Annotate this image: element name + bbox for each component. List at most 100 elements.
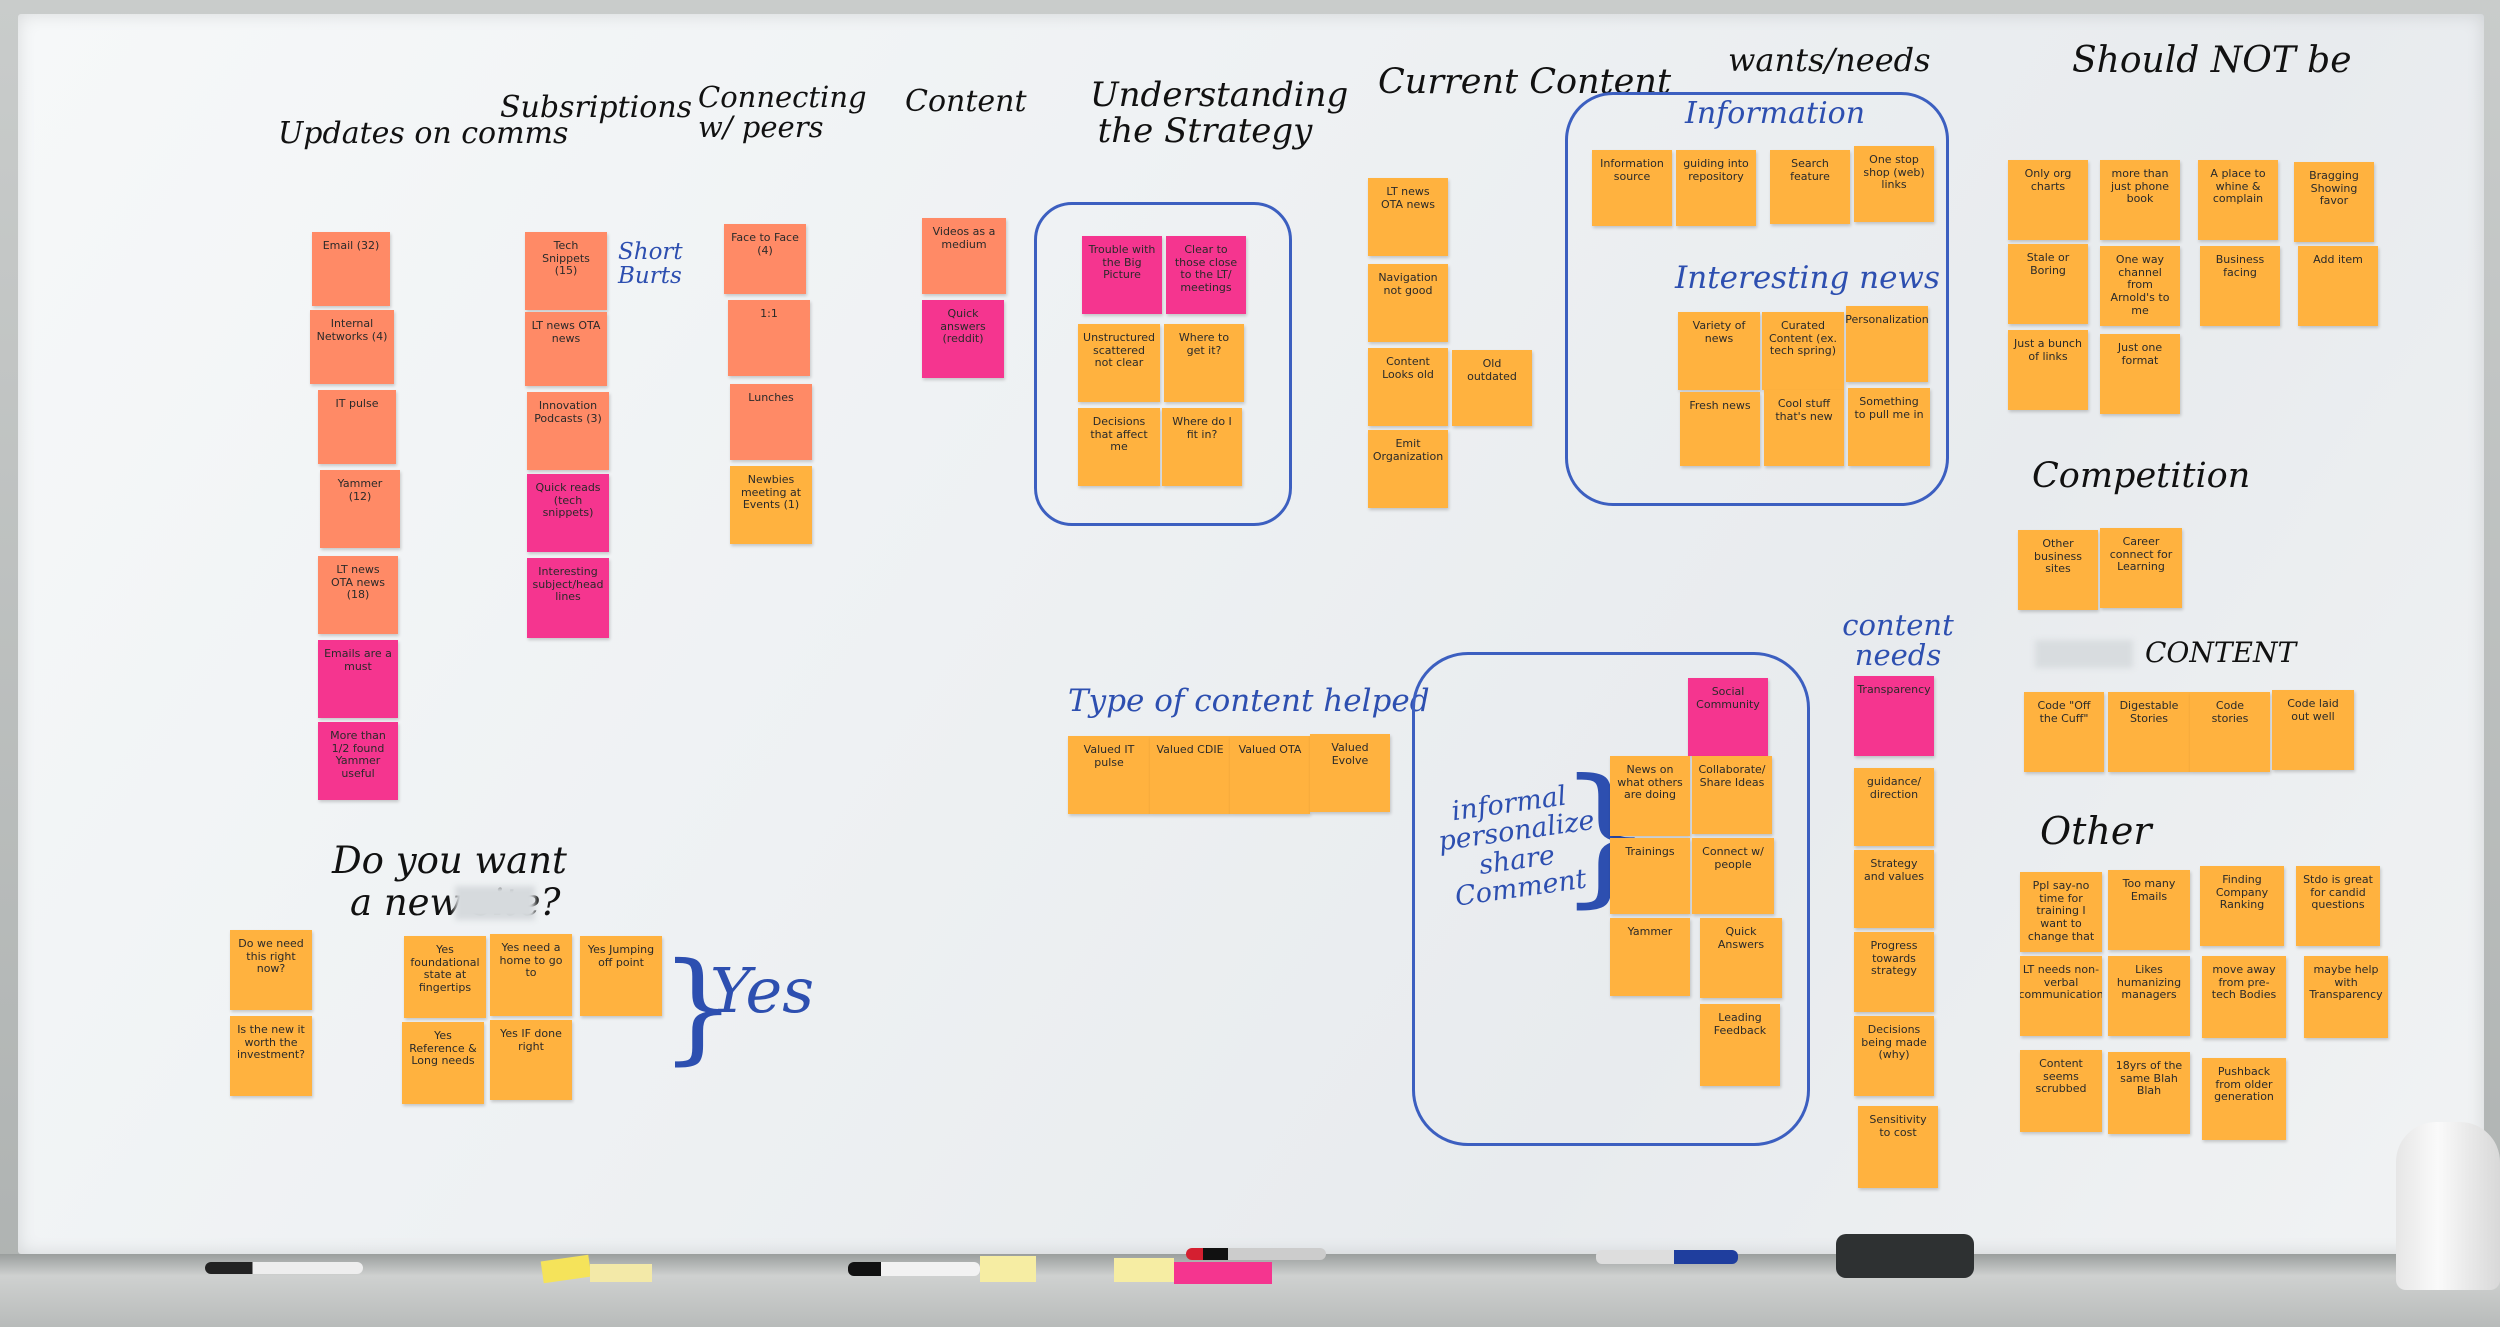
heading-content: Content bbox=[905, 84, 1027, 119]
sticky-note: Face to Face (4) bbox=[724, 224, 806, 294]
heading-understanding-strategy: Understanding the Strategy bbox=[1090, 75, 1349, 151]
sticky-note: Connect w/ people bbox=[1692, 838, 1774, 914]
sticky-note: LT news OTA news bbox=[1368, 178, 1448, 256]
sticky-note: Too many Emails bbox=[2108, 870, 2190, 950]
sticky-note: 18yrs of the same Blah Blah bbox=[2108, 1052, 2190, 1134]
sticky-note: Strategy and values bbox=[1854, 850, 1934, 928]
sticky-note: Email (32) bbox=[312, 232, 390, 306]
heading-information: Information bbox=[1685, 96, 1866, 131]
sticky-note: Leading Feedback bbox=[1700, 1004, 1780, 1086]
sticky-note: Content Looks old bbox=[1368, 348, 1448, 426]
sticky-note: 1:1 bbox=[728, 300, 810, 376]
marker-icon[interactable] bbox=[205, 1262, 363, 1274]
sticky-note: Valued OTA bbox=[1230, 736, 1310, 814]
sticky-pad[interactable] bbox=[1114, 1258, 1174, 1282]
sticky-note: Cool stuff that's new bbox=[1764, 390, 1844, 466]
sticky-note: Valued IT pulse bbox=[1068, 736, 1150, 814]
marker-icon[interactable] bbox=[1186, 1248, 1326, 1260]
marker-icon[interactable] bbox=[848, 1262, 980, 1276]
sticky-note: One stop shop (web) links bbox=[1854, 146, 1934, 222]
sticky-note: more than just phone book bbox=[2100, 160, 2180, 240]
heading-updates-on-comms: Updates on comms bbox=[278, 116, 569, 151]
brace-icon: } bbox=[660, 938, 737, 1077]
sticky-note: IT pulse bbox=[318, 390, 396, 464]
heading-should-not-be: Should NOT be bbox=[2072, 40, 2352, 81]
sticky-note: Content seems scrubbed bbox=[2020, 1050, 2102, 1132]
sticky-note: Transparency bbox=[1854, 676, 1934, 756]
sticky-note: Trainings bbox=[1610, 838, 1690, 914]
sticky-note: Do we need this right now? bbox=[230, 930, 312, 1010]
short-bursts-note: Short Burts bbox=[618, 239, 683, 290]
sticky-note: Information source bbox=[1592, 150, 1672, 226]
blurred-text bbox=[455, 886, 535, 920]
sticky-note: move away from pre-tech Bodies bbox=[2202, 956, 2286, 1038]
sticky-note: Trouble with the Big Picture bbox=[1082, 236, 1162, 314]
sticky-note: Yammer bbox=[1610, 918, 1690, 996]
sticky-note: Variety of news bbox=[1678, 312, 1760, 390]
heading-type-of-content-helped: Type of content helped bbox=[1068, 683, 1430, 719]
heading-wants-needs: wants/needs bbox=[1728, 41, 1931, 79]
sticky-note: Videos as a medium bbox=[922, 218, 1006, 294]
sticky-note: Code stories bbox=[2190, 692, 2270, 772]
sticky-note: Code "Off the Cuff" bbox=[2024, 692, 2104, 772]
sticky-note: Lunches bbox=[730, 384, 812, 460]
yes-text: Yes bbox=[710, 954, 815, 1027]
sticky-note: One way channel from Arnold's to me bbox=[2100, 246, 2180, 326]
sticky-note: guidance/ direction bbox=[1854, 768, 1934, 846]
sticky-note: Only org charts bbox=[2008, 160, 2088, 240]
sticky-note: Just one format bbox=[2100, 334, 2180, 414]
sticky-note: Something to pull me in bbox=[1848, 388, 1930, 466]
sticky-note: Digestable Stories bbox=[2108, 692, 2190, 772]
sticky-note: Just a bunch of links bbox=[2008, 330, 2088, 410]
sticky-note: LT news OTA news (18) bbox=[318, 556, 398, 634]
heading-do-you-want: Do you want bbox=[332, 839, 567, 882]
sticky-note: News on what others are doing bbox=[1610, 756, 1690, 836]
sticky-pad[interactable] bbox=[590, 1264, 652, 1282]
sticky-note: Is the new it worth the investment? bbox=[230, 1016, 312, 1096]
sticky-note: Quick reads (tech snippets) bbox=[527, 474, 609, 552]
sticky-note: Career connect for Learning bbox=[2100, 528, 2182, 608]
sticky-note: Valued Evolve bbox=[1310, 734, 1390, 812]
sticky-note: Valued CDIE bbox=[1150, 736, 1230, 814]
sticky-note: Business facing bbox=[2200, 246, 2280, 326]
sticky-note: Where to get it? bbox=[1164, 324, 1244, 402]
sticky-pad[interactable] bbox=[1174, 1262, 1272, 1284]
heading-other: Other bbox=[2040, 809, 2152, 853]
sticky-note: Likes humanizing managers bbox=[2108, 956, 2190, 1036]
heading-competition: Competition bbox=[2032, 456, 2251, 496]
sticky-note: Search feature bbox=[1770, 150, 1850, 224]
sticky-note: Pushback from older generation bbox=[2202, 1058, 2286, 1140]
sticky-note: Ppl say-no time for training I want to c… bbox=[2020, 872, 2102, 952]
sticky-note: A place to whine & complain bbox=[2198, 160, 2278, 240]
sticky-note: Decisions that affect me bbox=[1078, 408, 1160, 486]
sticky-note: LT needs non-verbal communication bbox=[2020, 956, 2102, 1036]
sticky-pad[interactable] bbox=[980, 1256, 1036, 1282]
sticky-note: Stdo is great for candid questions bbox=[2296, 866, 2380, 946]
sticky-note: Interesting subject/head lines bbox=[527, 558, 609, 638]
sticky-note: Quick answers (reddit) bbox=[922, 300, 1004, 378]
sticky-note: Yammer (12) bbox=[320, 470, 400, 548]
sticky-note: Bragging Showing favor bbox=[2294, 162, 2374, 242]
eraser-icon[interactable] bbox=[1836, 1234, 1974, 1278]
sticky-note: Collaborate/ Share Ideas bbox=[1692, 756, 1772, 834]
sticky-note: Yes IF done right bbox=[490, 1020, 572, 1100]
sticky-note: Yes foundational state at fingertips bbox=[404, 936, 486, 1018]
sticky-note: More than 1/2 found Yammer useful bbox=[318, 722, 398, 800]
sticky-note: Curated Content (ex. tech spring) bbox=[1762, 312, 1844, 390]
marker-icon[interactable] bbox=[1596, 1250, 1738, 1264]
strategy-enclosure bbox=[1034, 202, 1292, 526]
sticky-note: Personalization bbox=[1846, 306, 1928, 382]
sticky-note: Emails are a must bbox=[318, 640, 398, 718]
sticky-note: Internal Networks (4) bbox=[310, 310, 394, 384]
paper-cups-icon[interactable] bbox=[2396, 1122, 2500, 1290]
sticky-note: Decisions being made (why) bbox=[1854, 1016, 1934, 1096]
sticky-note: Add item bbox=[2298, 246, 2378, 326]
sticky-note: Tech Snippets (15) bbox=[525, 232, 607, 310]
heading-content-needs: content needs bbox=[1842, 608, 1954, 673]
sticky-note: Innovation Podcasts (3) bbox=[527, 392, 609, 470]
sticky-note: Sensitivity to cost bbox=[1858, 1106, 1938, 1188]
sticky-note: Stale or Boring bbox=[2008, 244, 2088, 324]
sticky-note: Unstructured scattered not clear bbox=[1078, 324, 1160, 402]
sticky-note: Finding Company Ranking bbox=[2200, 866, 2284, 946]
sticky-note: Yes Jumping off point bbox=[580, 936, 662, 1016]
